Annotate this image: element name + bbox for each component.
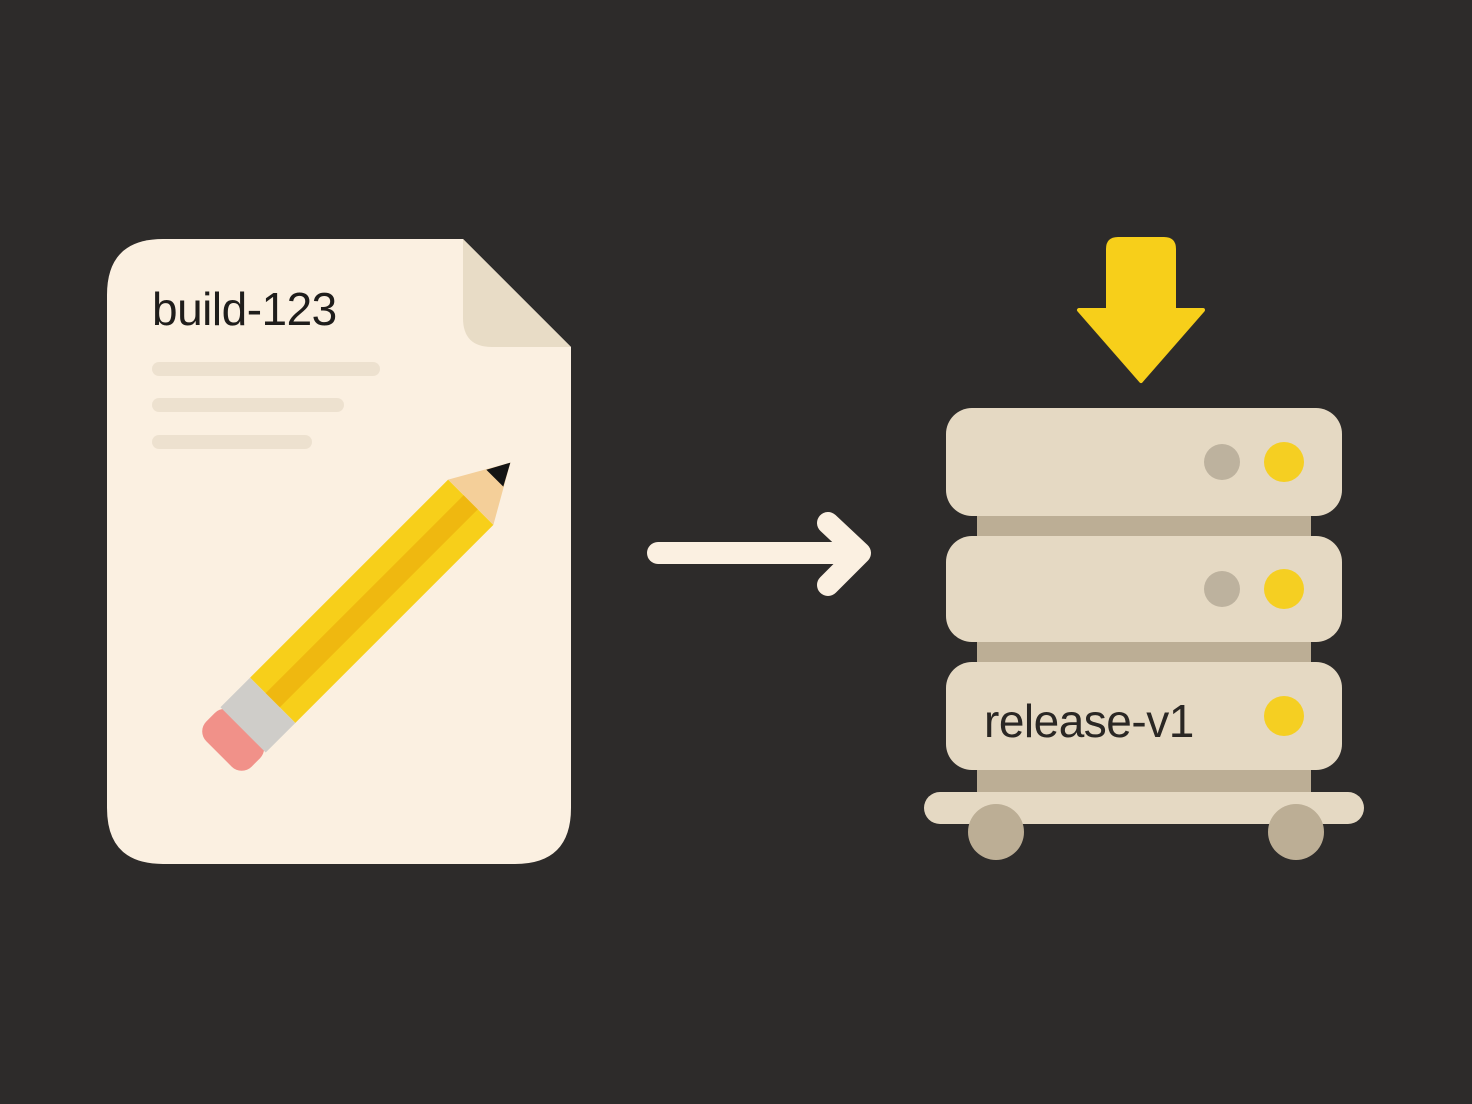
server-stack-icon: release-v1 <box>924 408 1364 860</box>
document-text-lines <box>152 362 380 449</box>
document-line <box>152 398 344 412</box>
pencil-body-shade <box>265 495 478 708</box>
document-folded-corner <box>463 239 571 347</box>
pencil-eraser <box>202 708 265 771</box>
status-led-on <box>1264 696 1304 736</box>
server-wheel-right <box>1268 804 1324 860</box>
server-unit-body <box>946 536 1342 642</box>
document-line <box>152 435 312 449</box>
pencil-lead <box>486 462 511 487</box>
flow-arrow-head <box>817 512 871 596</box>
server-unit-3: release-v1 <box>946 662 1342 770</box>
status-led-on <box>1264 442 1304 482</box>
status-led-off <box>1204 444 1240 480</box>
status-led-off <box>1204 571 1240 607</box>
document-line <box>152 362 380 376</box>
server-label: release-v1 <box>984 695 1194 747</box>
document-label: build-123 <box>152 283 337 335</box>
server-wheel-left <box>968 804 1024 860</box>
server-unit-2 <box>946 536 1342 642</box>
down-arrow-icon <box>1077 237 1205 383</box>
status-led-on <box>1264 569 1304 609</box>
server-unit-body <box>946 662 1342 770</box>
server-unit-1 <box>946 408 1342 516</box>
pencil-icon <box>202 462 511 771</box>
document-icon: build-123 <box>107 239 571 864</box>
server-unit-body <box>946 408 1342 516</box>
right-arrow-icon <box>647 512 871 596</box>
pencil-ferrule <box>220 677 296 753</box>
server-base <box>924 792 1364 824</box>
